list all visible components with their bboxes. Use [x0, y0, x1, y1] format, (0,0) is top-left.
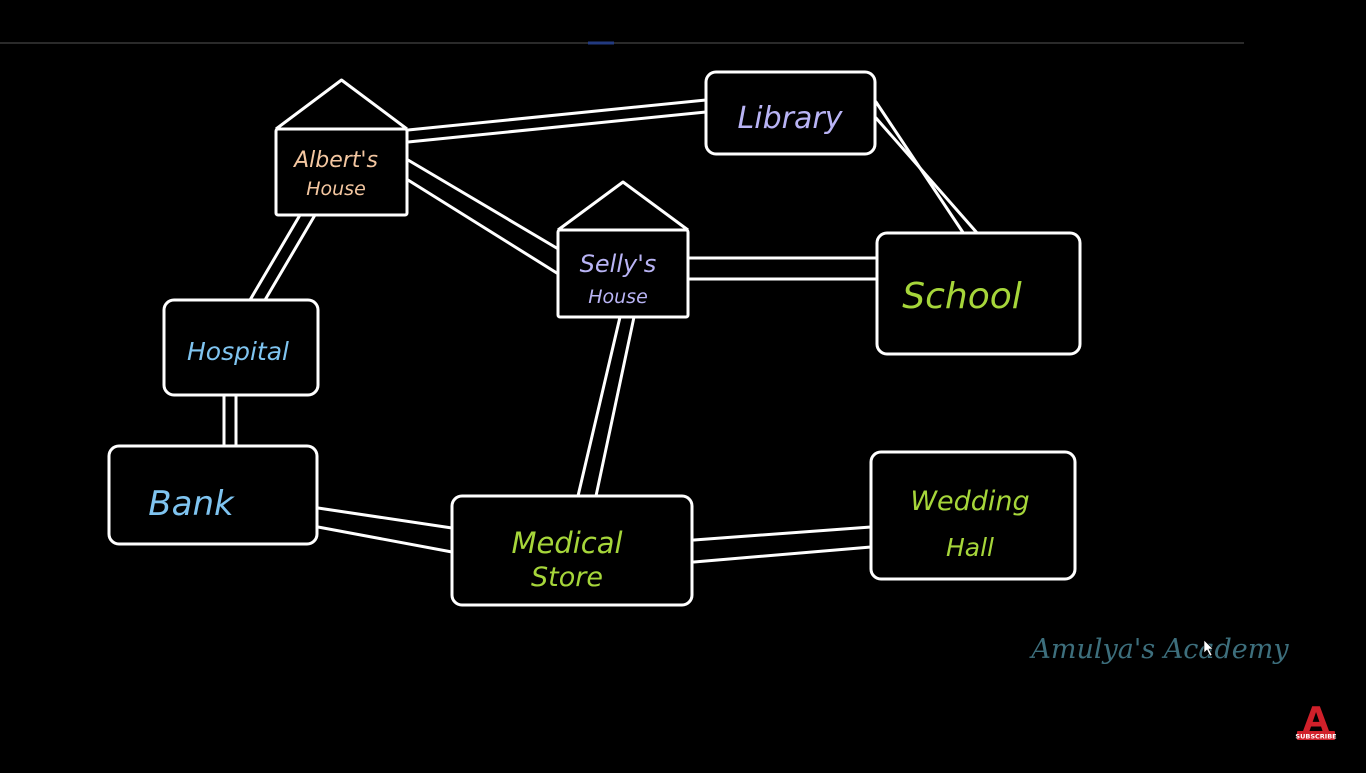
- road-edge-line: [406, 98, 708, 132]
- node-box: [450, 494, 694, 607]
- roads-layer: [222, 98, 980, 564]
- node-label: Store: [531, 562, 603, 593]
- road-edge-line: [406, 158, 562, 252]
- road-alberts-house-to-library: [406, 98, 708, 144]
- house-roof-icon: [557, 180, 689, 232]
- node-box: [704, 70, 877, 156]
- watermark: Amulya's Academy: [1028, 634, 1289, 665]
- node-box: [107, 444, 319, 546]
- subscribe-label: SUBSCRIBE: [1295, 733, 1336, 741]
- road-sellys-house-to-school: [688, 256, 879, 281]
- node-label: Medical: [511, 526, 622, 560]
- road-edge-line: [692, 545, 873, 564]
- road-bank-to-medical-store: [316, 506, 454, 554]
- road-edge-line: [874, 116, 980, 236]
- node-box: [274, 127, 409, 217]
- subscribe-label-background: [1297, 731, 1335, 740]
- road-edge-line: [406, 178, 562, 277]
- node-label: Library: [738, 101, 844, 136]
- mouse-cursor-icon: [1203, 639, 1214, 657]
- road-edge-line: [248, 213, 302, 302]
- node-label: House: [588, 286, 648, 308]
- node-bank: Bank: [107, 444, 319, 546]
- road-edge-line: [406, 110, 708, 144]
- road-edge-line: [316, 525, 454, 554]
- node-label: House: [306, 178, 366, 200]
- node-box: [556, 228, 690, 319]
- node-hospital: Hospital: [162, 298, 320, 397]
- node-label: Selly's: [580, 250, 657, 278]
- node-label: Wedding: [910, 486, 1029, 517]
- node-label: Hall: [946, 533, 994, 562]
- node-box: [875, 231, 1082, 356]
- node-box: [162, 298, 320, 397]
- road-edge-line: [316, 506, 454, 530]
- road-sellys-house-to-medical-store: [576, 315, 636, 498]
- road-medical-store-to-wedding-hall: [692, 525, 873, 564]
- node-label: Albert's: [292, 148, 378, 173]
- road-alberts-house-to-hospital: [248, 213, 317, 302]
- road-library-to-school: [874, 100, 980, 236]
- road-edge-line: [692, 525, 873, 542]
- road-edge-line: [263, 213, 317, 302]
- node-box: [869, 450, 1077, 581]
- road-alberts-house-to-sellys-house: [406, 158, 562, 277]
- node-label: Bank: [148, 484, 235, 524]
- subscribe-badge[interactable]: A SUBSCRIBE: [1295, 700, 1336, 741]
- node-label: School: [902, 276, 1022, 317]
- house-roof-icon: [275, 78, 408, 131]
- road-hospital-to-bank: [222, 394, 238, 448]
- node-school: School: [875, 231, 1082, 356]
- node-label: Hospital: [187, 337, 289, 366]
- road-edge-line: [576, 315, 622, 498]
- road-edge-line: [594, 315, 636, 498]
- node-library: Library: [704, 70, 877, 156]
